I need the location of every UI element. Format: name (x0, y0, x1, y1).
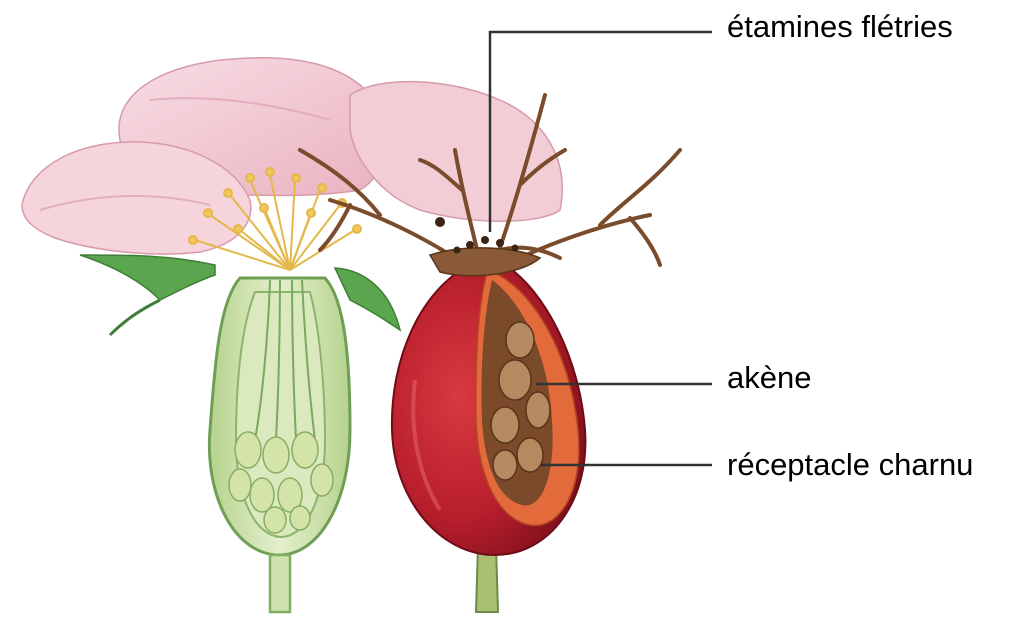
label-etamines-fletries: étamines flétries (727, 11, 953, 42)
label-receptacle-charnu: réceptacle charnu (727, 449, 973, 480)
label-akene: akène (727, 362, 811, 393)
